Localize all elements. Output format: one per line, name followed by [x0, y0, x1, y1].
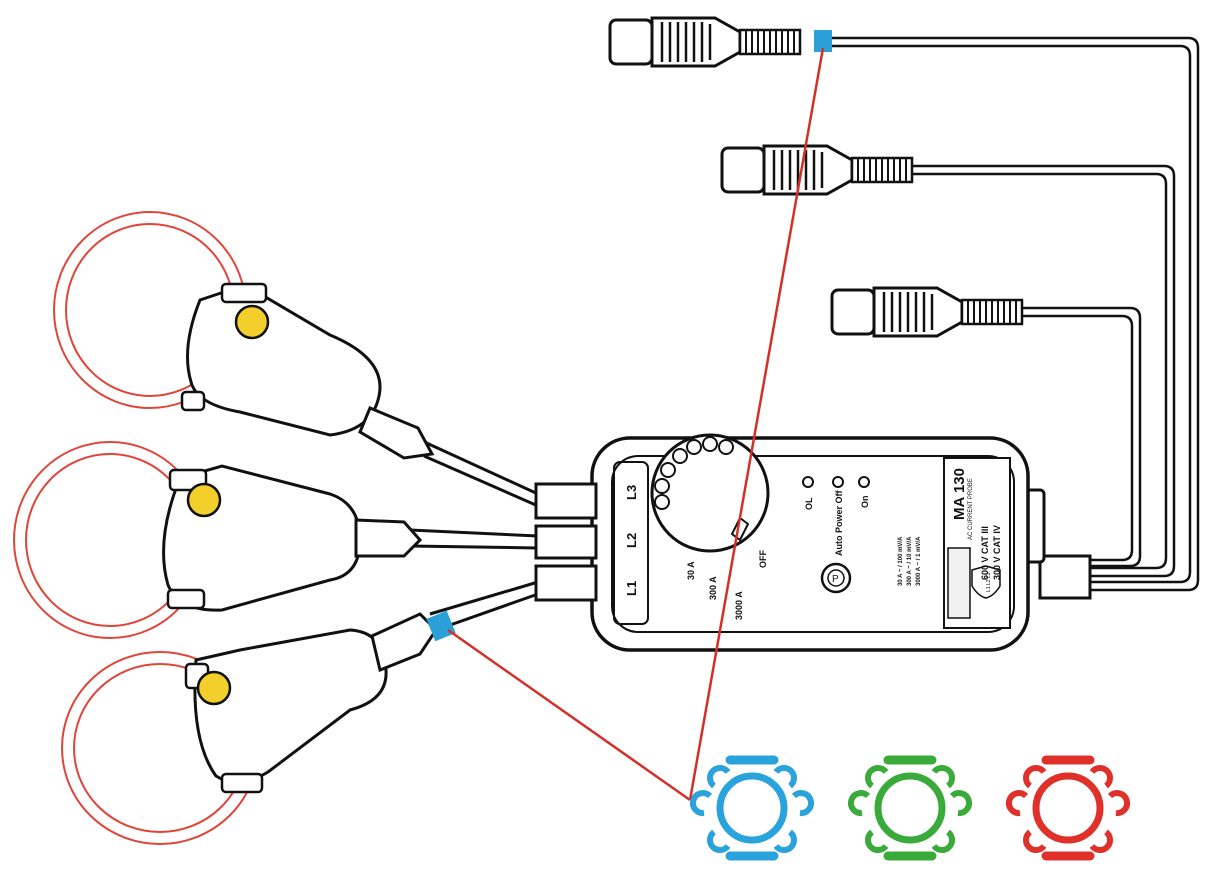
marker-l1	[426, 610, 456, 642]
cert-shield-icon	[971, 565, 1001, 599]
ring-red-icon	[1009, 760, 1127, 856]
probe-cables	[409, 438, 539, 632]
plug-2	[720, 144, 914, 196]
spec-30a: 30 A ~ / 100 mV/A	[898, 536, 904, 586]
range-3000a: 3000 A	[734, 591, 744, 620]
led-label-auto-power-off: Auto Power Off	[834, 490, 844, 556]
spec-300a: 300 A ~ / 10 mV/A	[907, 536, 913, 586]
model-name: MA 130	[951, 468, 968, 520]
cat-rating-1: 600 V CAT III	[980, 526, 990, 580]
button-label: P	[832, 574, 839, 585]
device-body	[534, 433, 1030, 652]
logo-text: L1 L2 L3	[986, 572, 992, 592]
plug-1	[608, 16, 802, 68]
led-label-on: On	[860, 496, 870, 509]
power-button[interactable]	[820, 562, 852, 594]
range-300a: 300 A	[708, 576, 718, 600]
model-subtitle: AC CURRENT PROBE	[968, 478, 974, 540]
range-off: OFF	[758, 550, 768, 568]
ring-green-icon	[851, 760, 969, 856]
marker-top	[814, 30, 832, 52]
callout-lines	[447, 47, 825, 802]
probe-head-l3	[180, 282, 435, 460]
probe-head-l2	[162, 464, 423, 612]
input-label-l3: L3	[624, 485, 639, 500]
probe-head-l1	[184, 612, 438, 794]
input-label-l2: L2	[624, 533, 639, 548]
output-cables	[820, 36, 1200, 592]
led-label-ol: OL	[804, 497, 814, 510]
plug-3	[830, 286, 1024, 338]
cat-rating-2: 300 V CAT IV	[992, 525, 1002, 580]
input-label-l1: L1	[624, 581, 639, 596]
ring-blue-icon	[693, 760, 811, 856]
spec-3000a: 3000 A ~ / 1 mV/A	[916, 536, 922, 586]
range-30a: 30 A	[686, 561, 696, 580]
